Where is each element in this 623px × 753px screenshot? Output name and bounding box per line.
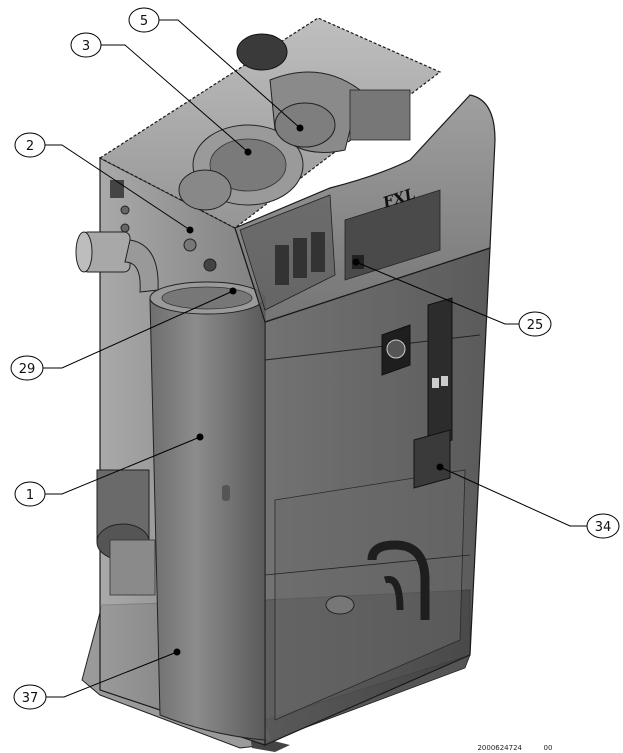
- svg-text:1: 1: [26, 488, 34, 503]
- callout-37: 37: [14, 685, 46, 709]
- svg-text:34: 34: [595, 520, 612, 535]
- callout-29: 29: [11, 356, 43, 380]
- callout-3: 3: [71, 33, 101, 57]
- callout-5: 5: [129, 8, 159, 32]
- revision-number: 00: [544, 744, 553, 752]
- svg-text:29: 29: [19, 362, 36, 377]
- svg-text:25: 25: [527, 318, 544, 333]
- svg-text:2: 2: [26, 139, 34, 154]
- callout-2: 2: [15, 133, 45, 157]
- svg-text:37: 37: [22, 691, 39, 706]
- heat-exchanger-tank: [150, 282, 265, 740]
- callout-1: 1: [15, 482, 45, 506]
- callout-34: 34: [587, 514, 619, 538]
- document-number: 2000624724: [477, 744, 522, 752]
- svg-text:3: 3: [82, 39, 90, 54]
- callout-25: 25: [519, 312, 551, 336]
- svg-text:5: 5: [140, 14, 148, 29]
